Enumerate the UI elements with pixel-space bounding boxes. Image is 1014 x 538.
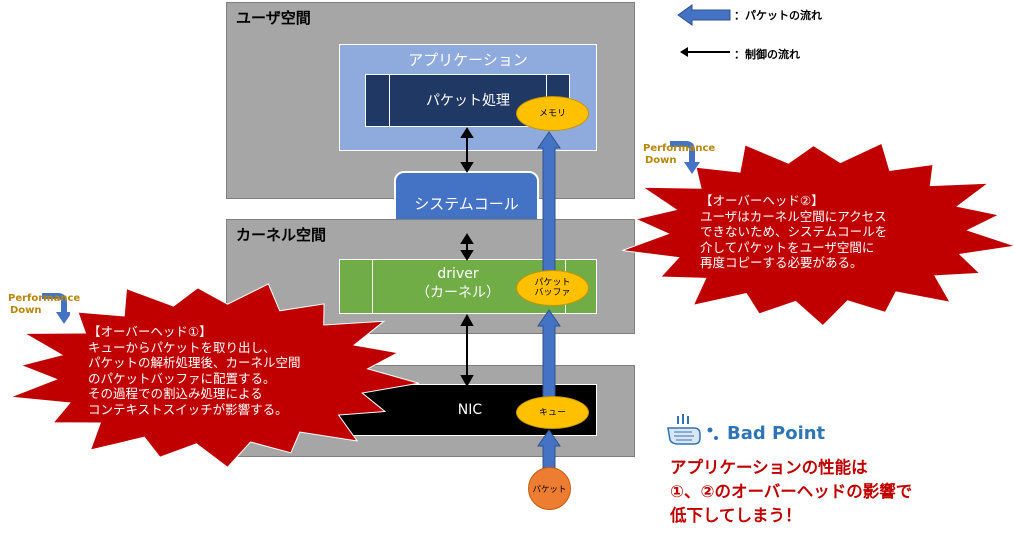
- queue-ellipse: キュー: [516, 396, 589, 429]
- packet-buffer-label-line1: パケット: [534, 278, 571, 288]
- user-space-title: ユーザ空間: [236, 9, 311, 27]
- overhead1-line: キューからパケットを取り出し、: [88, 339, 276, 355]
- packet-flow-arrow-packet-to-queue: [537, 429, 561, 469]
- performance-down-label-left: Performance Down: [8, 293, 80, 317]
- overhead2-burst: [622, 142, 1014, 327]
- bad-point-line: ①、②のオーバーヘッドの影響で: [670, 482, 913, 501]
- system-call-label: システムコール: [414, 194, 519, 213]
- overhead1-line: パケットの解析処理後、カーネル空間: [88, 355, 301, 370]
- performance-down-right-line2: Down: [645, 155, 677, 166]
- overhead2-line: ユーザはカーネル空間にアクセス: [700, 208, 887, 224]
- driver-label-line2: （カーネル）: [416, 285, 500, 301]
- performance-down-arrow-left: [42, 293, 70, 324]
- overhead2-text: 【オーバーヘッド②】 ユーザはカーネル空間にアクセス できないため、システムコー…: [700, 193, 950, 271]
- memory-ellipse: メモリ: [516, 96, 589, 131]
- memory-label: メモリ: [538, 108, 566, 119]
- control-flow-legend-arrow: [680, 47, 730, 57]
- overhead2-line: できないため、システムコールを: [700, 224, 888, 239]
- packet-label: パケット: [532, 484, 567, 495]
- packet-flow-arrow-buffer-to-memory: [537, 131, 561, 273]
- performance-down-right-line1: Performance: [643, 143, 716, 154]
- performance-down-label-right: Performance Down: [643, 143, 715, 167]
- overhead1-line: のパケットバッファに配置する。: [88, 370, 276, 386]
- packet-flow-legend-arrow: [677, 4, 731, 26]
- kernel-space-title: カーネル空間: [236, 226, 327, 244]
- packet-processing-divider-left: [389, 74, 390, 127]
- packet-buffer-ellipse: パケット バッファ: [516, 270, 589, 306]
- overhead2-title: 【オーバーヘッド②】: [700, 193, 824, 208]
- bad-point-label: Bad Point: [727, 423, 826, 444]
- performance-down-arrow-right: [670, 141, 700, 174]
- overhead2-line: 介してパケットをユーザ空間に: [700, 239, 875, 255]
- application-title: アプリケーション: [408, 51, 528, 69]
- packet-flow-legend-label: ：パケットの流れ: [734, 9, 822, 22]
- control-flow-legend-label: ：制御の流れ: [734, 48, 800, 61]
- queue-label: キュー: [538, 407, 566, 418]
- packet-circle: パケット: [528, 467, 571, 510]
- thumbs-down-icon: [667, 414, 718, 445]
- control-arrow-driver-nic: [460, 313, 474, 388]
- overhead2-line: 再度コピーする必要がある。: [700, 255, 863, 270]
- packet-flow-arrow-queue-to-buffer: [537, 309, 561, 398]
- bad-point-line: 低下してしまう！: [670, 506, 802, 525]
- driver-label-line1: driver: [437, 266, 479, 282]
- nic-label: NIC: [457, 402, 483, 418]
- bad-point-text: アプリケーションの性能は ①、②のオーバーヘッドの影響で 低下してしまう！: [670, 456, 912, 528]
- overhead1-burst: [10, 283, 420, 468]
- overhead1-text: 【オーバーヘッド①】 キューからパケットを取り出し、 パケットの解析処理後、カー…: [88, 324, 358, 417]
- bad-point-line: アプリケーションの性能は: [670, 458, 868, 477]
- overhead1-line: コンテキストスイッチが影響する。: [88, 401, 288, 417]
- performance-down-left-line2: Down: [10, 305, 42, 316]
- packet-buffer-label-line2: バッファ: [534, 288, 571, 298]
- control-arrow-syscall-driver: [460, 233, 474, 261]
- packet-processing-label: パケット処理: [426, 93, 510, 109]
- driver-divider-left: [372, 259, 373, 314]
- performance-down-left-line1: Performance: [8, 293, 81, 304]
- overhead1-line: その過程での割込み処理による: [88, 386, 263, 401]
- driver-label: driver （カーネル）: [373, 265, 543, 303]
- control-arrow-app-syscall: [460, 127, 474, 173]
- overhead1-title: 【オーバーヘッド①】: [88, 324, 212, 339]
